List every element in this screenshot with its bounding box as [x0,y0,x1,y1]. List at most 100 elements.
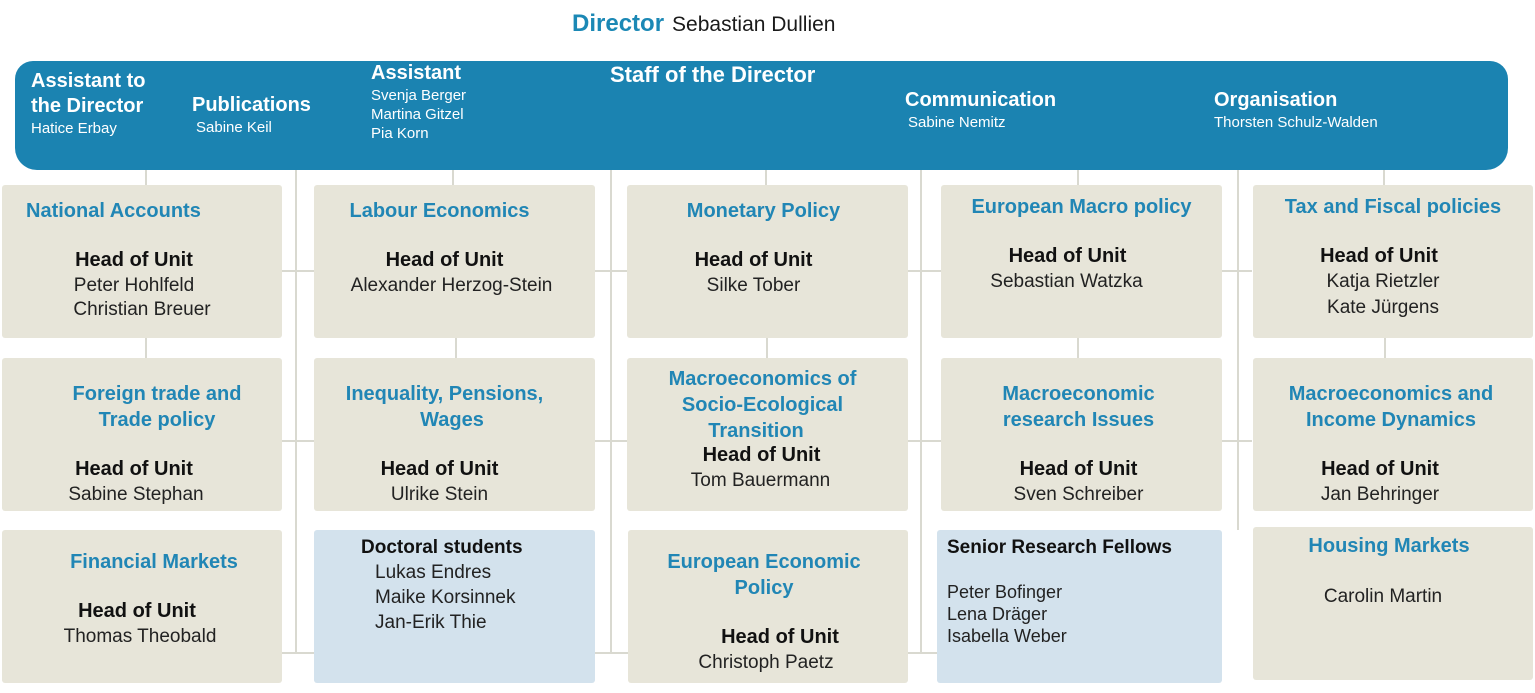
unit-european-macro-policy: European Macro policy Head of Unit Sebas… [941,185,1222,338]
unit-member: Christian Breuer [73,299,211,320]
connector-line [452,170,454,185]
unit-title: Foreign trade and [72,383,242,405]
unit-member: Jan Behringer [1320,484,1440,505]
connector-line [282,652,937,654]
senior-fellow-name: Lena Dräger [947,604,1048,624]
unit-title: National Accounts [26,200,201,222]
unit-member: Sven Schreiber [1013,484,1144,505]
director-label: Director [572,10,665,37]
unit-title: Financial Markets [70,551,238,573]
director-heading: Director Sebastian Dullien [572,10,835,38]
unit-member: Kate Jürgens [1327,297,1439,318]
publications-name: Sabine Keil [196,119,272,136]
unit-member: Alexander Herzog-Stein [350,275,553,296]
unit-member: Sebastian Watzka [990,271,1143,292]
head-of-unit-label: Head of Unit [380,458,499,480]
unit-member: Katja Rietzler [1326,271,1440,292]
doctoral-students-title: Doctoral students [361,537,523,558]
unit-title: European Economic [667,551,861,573]
unit-title: Macroeconomics and [1288,383,1494,405]
connector-line [295,170,297,654]
unit-title: Policy [734,577,794,599]
connector-line [920,170,922,654]
unit-national-accounts: National Accounts Head of Unit Peter Hoh… [2,185,282,338]
assistant-name: Martina Gitzel [371,106,464,123]
unit-member: Christoph Paetz [698,652,834,673]
unit-member: Tom Bauermann [690,470,831,491]
head-of-unit-label: Head of Unit [78,600,196,622]
head-of-unit-label: Head of Unit [75,249,193,271]
unit-tax-fiscal-policies: Tax and Fiscal policies Head of Unit Kat… [1253,185,1533,338]
head-of-unit-label: Head of Unit [1320,245,1438,267]
unit-member: Carolin Martin [1323,586,1443,607]
connector-line [145,170,147,185]
connector-line [145,338,147,358]
doctoral-student-name: Lukas Endres [375,562,492,583]
assistant-label: Assistant [371,62,462,84]
head-of-unit-label: Head of Unit [1019,458,1138,480]
communication-label: Communication [905,89,1057,111]
organisation-block: Organisation Thorsten Schulz-Walden [1214,88,1378,132]
assistant-to-director-name: Hatice Erbay [31,120,117,137]
unit-title: Income Dynamics [1305,409,1477,431]
head-of-unit-label: Head of Unit [702,444,821,466]
head-of-unit-label: Head of Unit [694,249,813,271]
unit-macroeconomic-research: Macroeconomic research Issues Head of Un… [941,358,1222,511]
connector-line [765,170,767,185]
senior-fellows-title: Senior Research Fellows [947,537,1172,558]
unit-title: Inequality, Pensions, [345,383,544,405]
connector-line [1077,170,1079,185]
unit-title: European Macro policy [971,196,1192,218]
publications-label: Publications [192,94,311,116]
unit-european-economic-policy: European Economic Policy Head of Unit Ch… [628,530,908,683]
organisation-label: Organisation [1214,89,1338,111]
assistant-to-director-block: Assistant to the Director Hatice Erbay [31,69,145,138]
doctoral-student-name: Jan-Erik Thie [375,612,487,633]
assistant-name: Pia Korn [371,125,429,142]
assistant-name: Svenja Berger [371,87,467,104]
connector-line [766,338,768,358]
unit-title: Transition [708,420,804,442]
unit-housing-markets: Housing Markets Carolin Martin [1253,527,1533,680]
head-of-unit-label: Head of Unit [721,626,839,648]
connector-line [1384,338,1386,358]
connector-line [455,338,457,358]
senior-research-fellows-box: Senior Research Fellows Peter Bofinger L… [937,530,1222,683]
head-of-unit-label: Head of Unit [1008,245,1127,267]
doctoral-student-name: Maike Korsinnek [375,587,516,608]
assistant-block: Assistant Svenja Berger Martina Gitzel P… [371,61,466,143]
unit-foreign-trade: Foreign trade and Trade policy Head of U… [2,358,282,511]
assistant-to-director-label-2: the Director [31,95,144,117]
unit-income-dynamics: Macroeconomics and Income Dynamics Head … [1253,358,1533,511]
unit-financial-markets: Financial Markets Head of Unit Thomas Th… [2,530,282,683]
head-of-unit-label: Head of Unit [75,458,193,480]
unit-member: Sabine Stephan [68,484,204,505]
staff-banner: Assistant to the Director Hatice Erbay P… [15,61,1508,170]
unit-title: Macroeconomic [1002,383,1155,405]
unit-monetary-policy: Monetary Policy Head of Unit Silke Tober [627,185,908,338]
communication-block: Communication Sabine Nemitz [905,88,1056,132]
assistant-to-director-label-1: Assistant to [31,70,146,92]
unit-title: research Issues [1002,409,1155,431]
senior-fellow-name: Isabella Weber [947,626,1067,646]
unit-inequality-pensions-wages: Inequality, Pensions, Wages Head of Unit… [314,358,595,511]
head-of-unit-label: Head of Unit [1321,458,1439,480]
unit-title: Housing Markets [1308,535,1470,557]
unit-title: Wages [420,409,484,431]
organisation-name: Thorsten Schulz-Walden [1214,114,1378,131]
publications-block: Publications Sabine Keil [192,93,311,137]
unit-title: Monetary Policy [686,200,841,222]
head-of-unit-label: Head of Unit [385,249,504,271]
director-name: Sebastian Dullien [672,13,836,36]
connector-line [610,170,612,654]
unit-member: Ulrike Stein [390,484,489,505]
unit-member: Peter Hohlfeld [73,275,195,296]
connector-line [1237,170,1239,530]
unit-labour-economics: Labour Economics Head of Unit Alexander … [314,185,595,338]
unit-title: Trade policy [98,409,216,431]
communication-name: Sabine Nemitz [908,114,1006,131]
unit-title: Socio-Ecological [681,394,844,416]
connector-line [1077,338,1079,358]
unit-title: Macroeconomics of [668,368,857,390]
unit-member: Silke Tober [706,275,801,296]
